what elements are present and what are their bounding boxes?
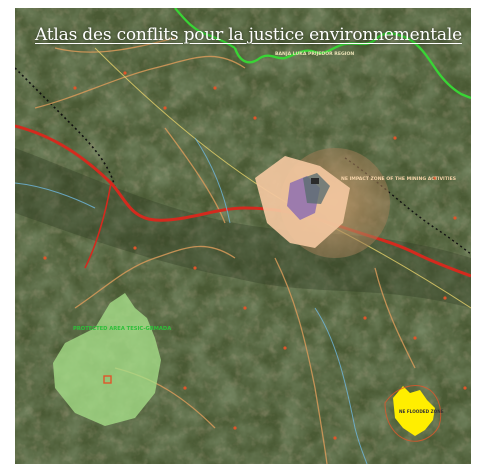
flooded-zone-outline bbox=[384, 385, 442, 442]
label-top-region: BANJA LUKA PRIJEDOR REGION bbox=[275, 51, 354, 57]
boundary-dotted-right bbox=[344, 157, 471, 255]
protected-area[interactable] bbox=[53, 293, 161, 426]
satellite-map[interactable]: PROTECTED AREA TESIC-GRMADA NE IMPACT ZO… bbox=[15, 8, 471, 464]
rivers bbox=[15, 137, 368, 464]
boundary-line-top bbox=[233, 32, 471, 100]
label-protected-area: PROTECTED AREA TESIC-GRMADA bbox=[73, 326, 171, 332]
protected-area-marker bbox=[103, 375, 112, 384]
main-road bbox=[15, 124, 471, 278]
valley-shading bbox=[15, 148, 471, 308]
label-flooded-zone: NE FLOODED ZONE bbox=[399, 409, 444, 414]
atlas-title-link[interactable]: Atlas des conflits pour la justice envir… bbox=[35, 25, 462, 45]
map-canvas[interactable]: PROTECTED AREA TESIC-GRMADA NE IMPACT ZO… bbox=[15, 8, 471, 464]
flooded-zone[interactable] bbox=[393, 386, 435, 436]
settlement-markers bbox=[43, 71, 467, 440]
mining-site-marker bbox=[311, 178, 319, 184]
boundary-line-top-left bbox=[174, 8, 236, 49]
mining-core-inner bbox=[303, 173, 330, 204]
main-road-branch bbox=[84, 182, 112, 269]
label-impact-zone: NE IMPACT ZONE OF THE MINING ACTIVITIES bbox=[341, 176, 456, 182]
minor-roads bbox=[34, 37, 416, 464]
